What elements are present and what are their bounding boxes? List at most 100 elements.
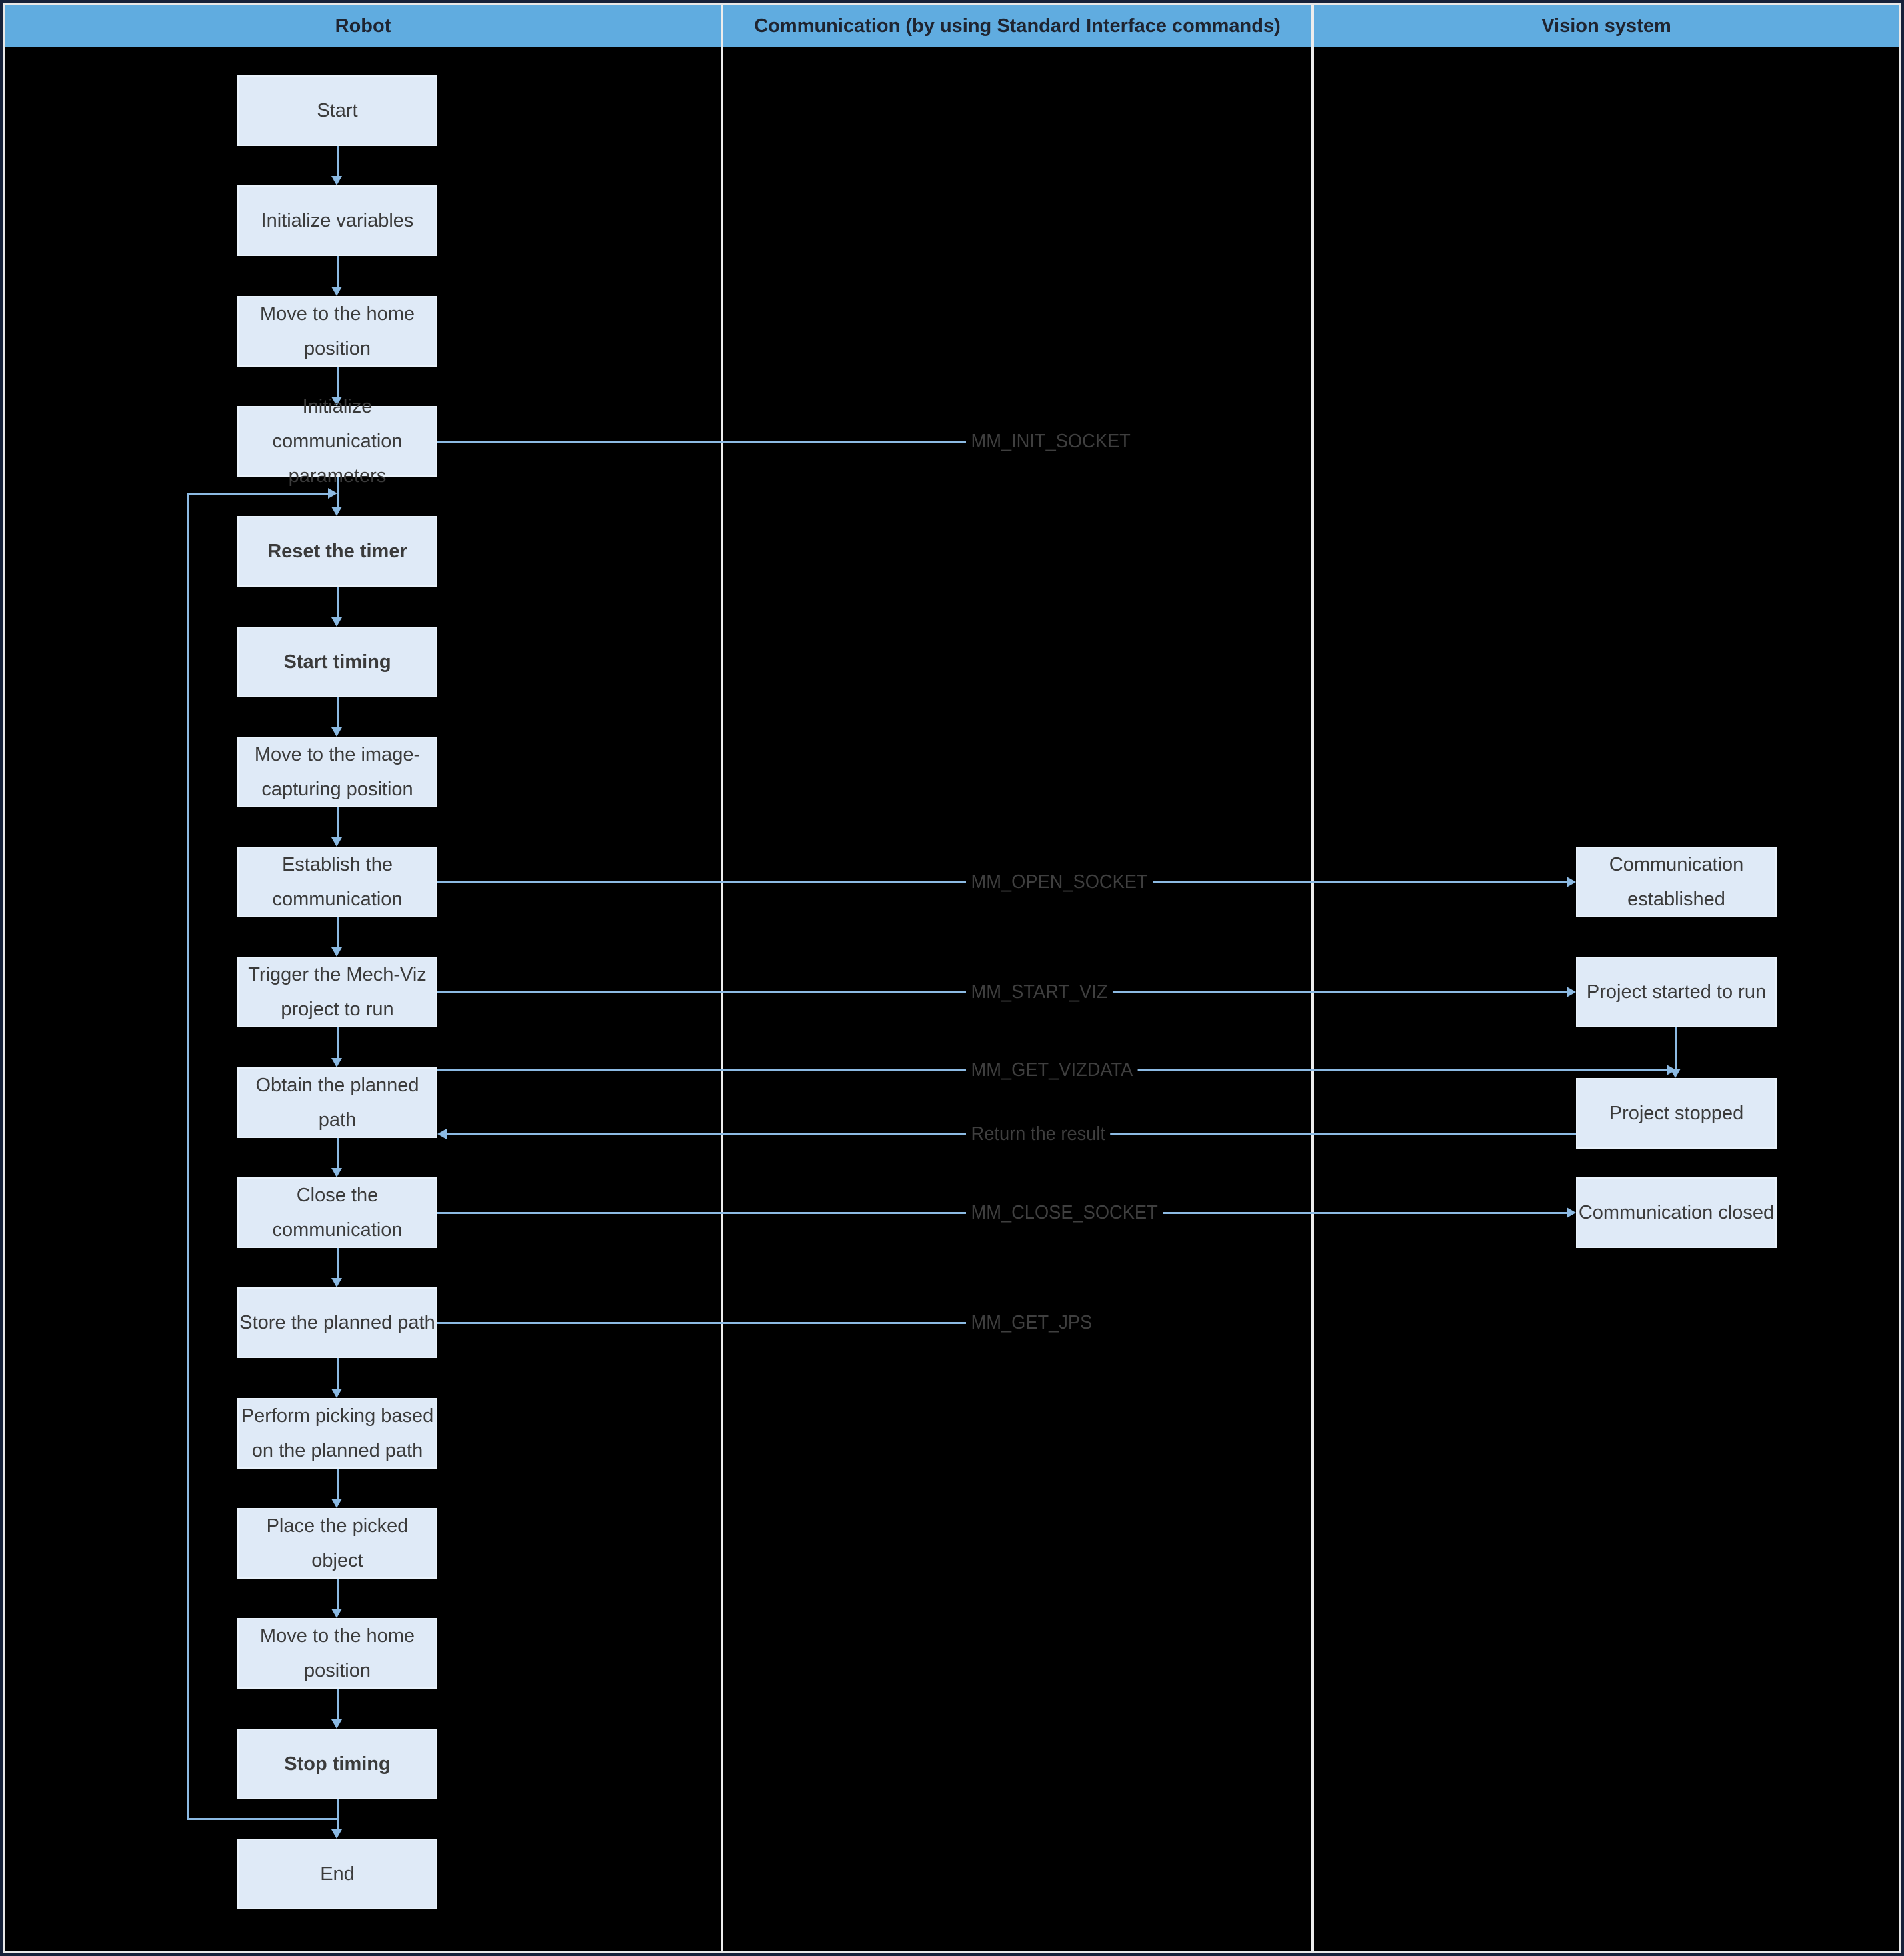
loop-line-left — [187, 493, 189, 1819]
flow-node-start-timing: Start timing — [237, 627, 437, 697]
connector-line — [337, 146, 339, 176]
arrowhead-down-icon — [331, 1168, 342, 1177]
flow-node-close-the-communication: Close the communication — [237, 1177, 437, 1248]
connector-line — [337, 807, 339, 837]
flow-node-stop-timing-label: Stop timing — [239, 1747, 436, 1781]
connector-line — [337, 1358, 339, 1389]
arrowhead-down-icon — [331, 1389, 342, 1398]
arrowhead-down-icon — [331, 727, 342, 737]
connector-line — [337, 1138, 339, 1168]
arrowhead-down-icon — [331, 1278, 342, 1287]
message-label-mm-start-viz: MM_START_VIZ — [966, 975, 1113, 1009]
arrowhead-down-icon — [331, 1719, 342, 1729]
flow-node-perform-picking-label: Perform picking based on the planned pat… — [239, 1399, 436, 1468]
flow-node-initialize-variables-label: Initialize variables — [239, 203, 436, 238]
vision-node-project-started-to-run: Project started to run — [1576, 957, 1777, 1027]
flow-node-obtain-the-planned-path-label: Obtain the planned path — [239, 1068, 436, 1137]
flow-node-move-to-image-capturing-position-label: Move to the image-capturing position — [239, 737, 436, 807]
connector-line — [337, 1689, 339, 1719]
flow-node-end-label: End — [239, 1857, 436, 1891]
message-label-return-the-result: Return the result — [966, 1117, 1111, 1151]
connector-line — [337, 587, 339, 617]
flow-node-close-the-communication-label: Close the communication — [239, 1178, 436, 1247]
loop-line-top — [187, 493, 328, 495]
message-arrowhead-left-icon — [437, 1129, 447, 1139]
flow-node-start-label: Start — [239, 93, 436, 128]
message-label-mm-get-vizdata-label: MM_GET_VIZDATA — [971, 1059, 1133, 1081]
flow-node-trigger-mech-viz-project-label: Trigger the Mech-Viz project to run — [239, 957, 436, 1027]
message-line-mm-get-jps — [437, 1322, 966, 1324]
flow-node-move-to-home-position-1: Move to the home position — [237, 296, 437, 367]
arrowhead-down-icon — [331, 1609, 342, 1618]
message-label-return-the-result-label: Return the result — [971, 1123, 1106, 1145]
flow-node-reset-the-timer: Reset the timer — [237, 516, 437, 587]
arrowhead-down-icon — [331, 1058, 342, 1067]
loop-arrowhead-right-icon — [328, 488, 337, 499]
flow-node-stop-timing: Stop timing — [237, 1729, 437, 1799]
message-label-mm-get-jps: MM_GET_JPS — [966, 1305, 1097, 1340]
connector-line — [337, 697, 339, 727]
message-label-mm-open-socket: MM_OPEN_SOCKET — [966, 865, 1153, 899]
flow-node-perform-picking: Perform picking based on the planned pat… — [237, 1398, 437, 1469]
vision-node-project-stopped-label: Project stopped — [1577, 1096, 1775, 1131]
flow-node-place-the-picked-object: Place the picked object — [237, 1508, 437, 1579]
vision-node-communication-established-label: Communication established — [1577, 847, 1775, 917]
message-label-mm-open-socket-label: MM_OPEN_SOCKET — [971, 871, 1148, 893]
vision-node-project-started-to-run-label: Project started to run — [1577, 975, 1775, 1009]
message-label-mm-close-socket-label: MM_CLOSE_SOCKET — [971, 1202, 1158, 1223]
connector-line — [337, 1469, 339, 1499]
arrowhead-down-icon — [331, 1499, 342, 1508]
message-label-mm-init-socket-label: MM_INIT_SOCKET — [971, 431, 1131, 452]
flow-node-reset-the-timer-label: Reset the timer — [239, 534, 436, 569]
message-line-mm-init-socket — [437, 441, 966, 443]
arrowhead-down-icon — [331, 837, 342, 847]
message-label-mm-get-jps-label: MM_GET_JPS — [971, 1312, 1093, 1333]
message-label-mm-init-socket: MM_INIT_SOCKET — [966, 424, 1135, 459]
flow-node-initialize-communication-parameters: Initialize communication parameters — [237, 406, 437, 477]
vision-node-communication-closed-label: Communication closed — [1577, 1195, 1775, 1230]
swimlane-divider-1 — [721, 5, 723, 1951]
swimlane-header-vision-system-label: Vision system — [1541, 15, 1671, 37]
arrowhead-down-icon — [331, 947, 342, 957]
flow-node-place-the-picked-object-label: Place the picked object — [239, 1509, 436, 1578]
connector-line — [337, 917, 339, 947]
message-label-mm-get-vizdata: MM_GET_VIZDATA — [966, 1053, 1138, 1087]
vision-node-communication-established: Communication established — [1576, 847, 1777, 917]
flow-node-store-the-planned-path: Store the planned path — [237, 1287, 437, 1358]
arrowhead-down-icon — [331, 617, 342, 627]
swimlane-header-robot: Robot — [5, 5, 721, 47]
connector-line — [337, 1248, 339, 1278]
message-arrowhead-right-icon — [1567, 1207, 1576, 1218]
flow-node-establish-the-communication-label: Establish the communication — [239, 847, 436, 917]
vision-node-communication-closed: Communication closed — [1576, 1177, 1777, 1248]
vision-node-project-stopped: Project stopped — [1576, 1078, 1777, 1149]
flow-node-end: End — [237, 1839, 437, 1909]
connector-line — [337, 256, 339, 287]
flow-node-start: Start — [237, 75, 437, 146]
arrowhead-down-icon — [331, 507, 342, 516]
flow-node-move-to-home-position-2-label: Move to the home position — [239, 1619, 436, 1688]
swimlane-header-robot-label: Robot — [335, 15, 391, 37]
flow-node-move-to-home-position-1-label: Move to the home position — [239, 297, 436, 366]
flow-node-obtain-the-planned-path: Obtain the planned path — [237, 1067, 437, 1138]
message-arrowhead-right-icon — [1567, 987, 1576, 997]
arrowhead-down-icon — [331, 176, 342, 185]
loop-line-bottom — [187, 1818, 338, 1820]
connector-line — [337, 1579, 339, 1609]
swimlane-header-communication-label: Communication (by using Standard Interfa… — [754, 15, 1281, 37]
flow-node-move-to-home-position-2: Move to the home position — [237, 1618, 437, 1689]
connector-line — [337, 1027, 339, 1058]
vision-connector-line — [1675, 1027, 1677, 1069]
message-label-mm-close-socket: MM_CLOSE_SOCKET — [966, 1195, 1163, 1230]
flow-node-store-the-planned-path-label: Store the planned path — [239, 1305, 436, 1340]
flow-node-establish-the-communication: Establish the communication — [237, 847, 437, 917]
connector-line — [337, 1799, 339, 1829]
arrowhead-down-icon — [331, 1829, 342, 1839]
flow-node-start-timing-label: Start timing — [239, 645, 436, 679]
arrowhead-down-icon — [331, 287, 342, 296]
swimlane-header-vision-system: Vision system — [1314, 5, 1899, 47]
message-label-mm-start-viz-label: MM_START_VIZ — [971, 981, 1108, 1003]
message-arrowhead-right-icon — [1567, 877, 1576, 887]
message-arrowhead-right-icon — [1667, 1065, 1676, 1075]
